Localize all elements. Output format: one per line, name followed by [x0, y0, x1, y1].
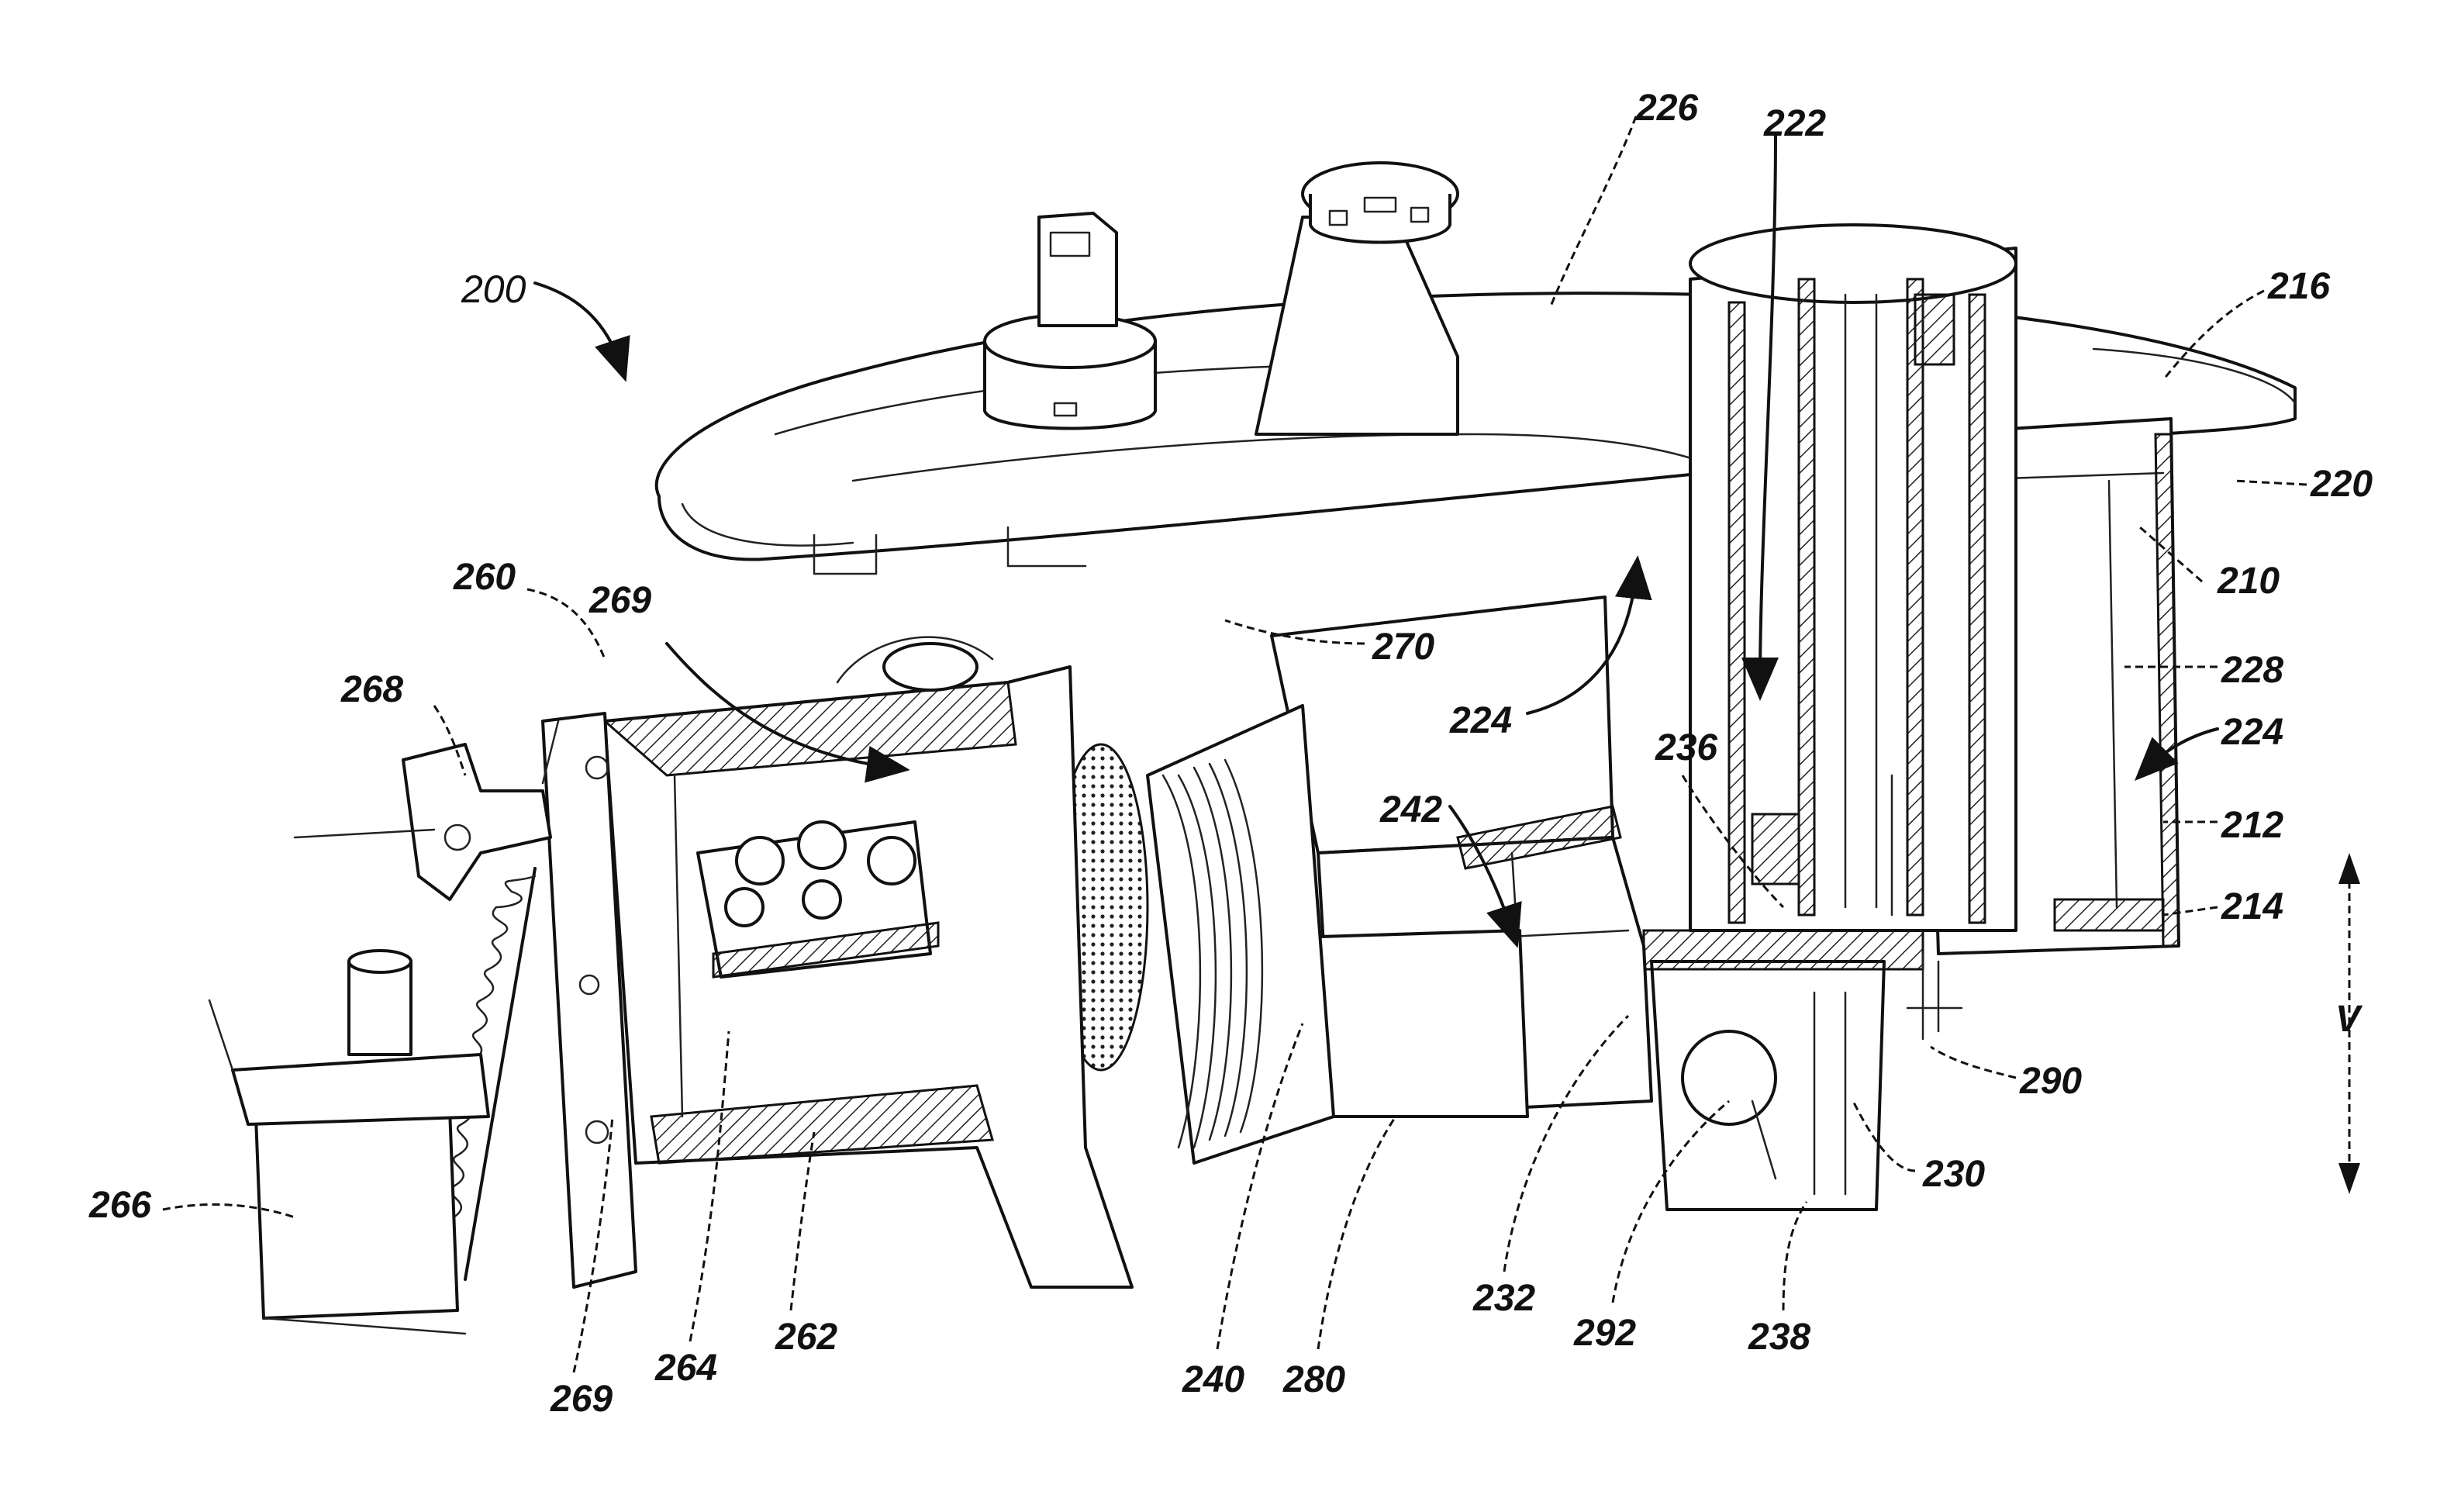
- label-220: 220: [2310, 464, 2373, 505]
- label-262: 262: [775, 1317, 837, 1358]
- cover-nozzle-left: [985, 213, 1155, 429]
- label-238: 238: [1748, 1317, 1810, 1358]
- label-242: 242: [1379, 789, 1442, 830]
- label-226: 226: [1635, 88, 1698, 129]
- label-210: 210: [2217, 561, 2280, 602]
- label-269-top: 269: [588, 580, 651, 621]
- label-280: 280: [1282, 1359, 1345, 1400]
- filter-cylinder: [1690, 225, 2016, 930]
- lever: [295, 721, 558, 899]
- label-212: 212: [2221, 805, 2283, 846]
- solenoid: [209, 951, 488, 1334]
- label-236: 236: [1655, 727, 1717, 768]
- label-264: 264: [654, 1348, 717, 1389]
- label-269-bottom: 269: [550, 1379, 613, 1420]
- label-V: V: [2335, 999, 2363, 1040]
- label-216: 216: [2267, 266, 2330, 307]
- label-232: 232: [1472, 1278, 1535, 1319]
- inlet-tube: [1256, 163, 1458, 434]
- label-228: 228: [2221, 650, 2283, 691]
- label-214: 214: [2221, 886, 2283, 927]
- filter-disc: [1054, 706, 1334, 1163]
- label-292: 292: [1573, 1313, 1636, 1354]
- label-224-right: 224: [2221, 712, 2283, 753]
- label-222: 222: [1763, 103, 1826, 144]
- label-290: 290: [2019, 1061, 2082, 1102]
- label-224-center: 224: [1449, 700, 1512, 741]
- label-268: 268: [340, 669, 403, 710]
- label-200: 200: [461, 268, 526, 311]
- label-270: 270: [1372, 627, 1434, 668]
- label-230: 230: [1922, 1154, 1985, 1195]
- sump-cup: [1644, 930, 1923, 1210]
- label-240: 240: [1182, 1359, 1244, 1400]
- label-266: 266: [88, 1185, 151, 1226]
- label-260: 260: [453, 557, 516, 598]
